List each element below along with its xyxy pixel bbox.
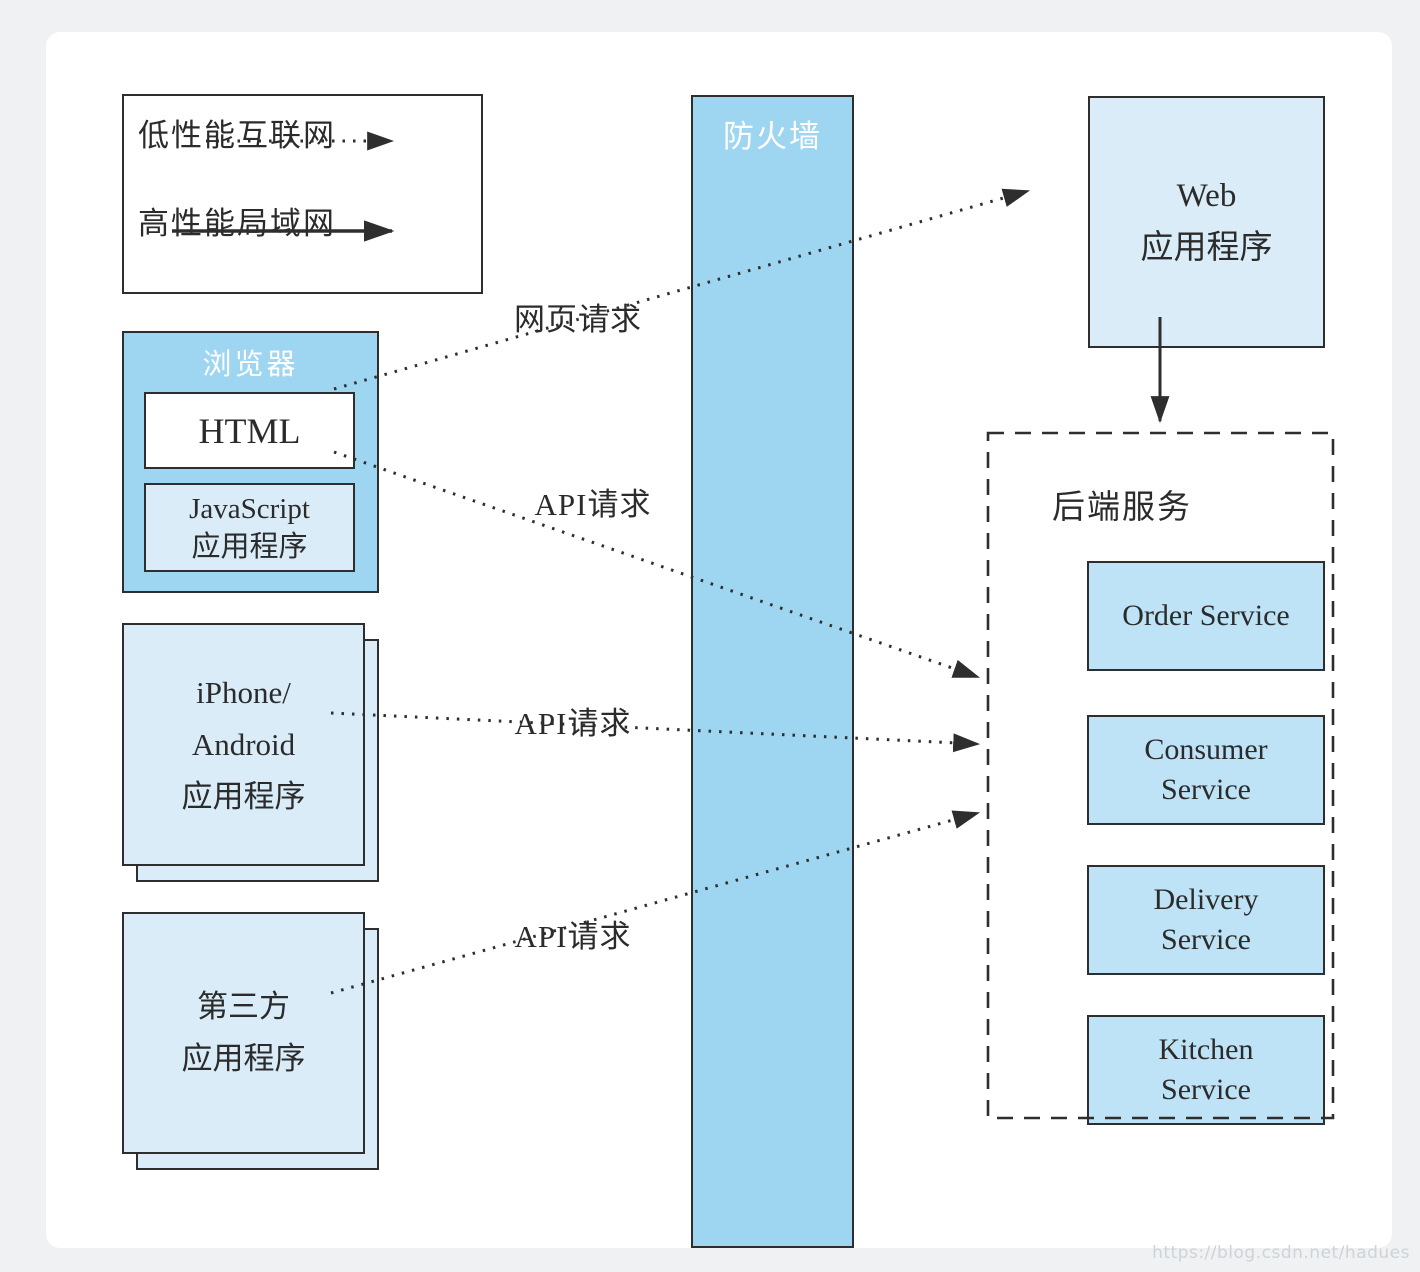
api-request-arrow-label-1: API请求 bbox=[534, 487, 652, 522]
backend-services-title: 后端服务 bbox=[1052, 490, 1192, 526]
legend-high-performance-label: 高性能局域网 bbox=[138, 206, 336, 241]
browser-title: 浏览器 bbox=[202, 347, 299, 381]
html-box: HTML bbox=[144, 392, 355, 469]
third-party-line2: 应用程序 bbox=[181, 1041, 306, 1076]
third-party-line1: 第三方 bbox=[197, 989, 290, 1024]
mobile-app-line2: Android bbox=[191, 726, 296, 762]
firewall-bar: 防火墙 bbox=[691, 95, 854, 1248]
diagram-panel: 低性能互联网 高性能局域网 浏览器 HTML JavaScript 应用程序 i… bbox=[46, 32, 1392, 1248]
legend-low-performance-label: 低性能互联网 bbox=[138, 118, 336, 153]
watermark: https://blog.csdn.net/hadues bbox=[1152, 1243, 1410, 1263]
kitchen-service-label: Kitchen Service bbox=[1158, 1033, 1254, 1106]
api-request-arrow-label-3: API请求 bbox=[514, 919, 632, 954]
web-request-arrow-label: 网页请求 bbox=[514, 302, 642, 337]
firewall-title: 防火墙 bbox=[723, 119, 822, 155]
consumer-service-box: Consumer Service bbox=[1087, 715, 1325, 825]
javascript-label-line2: 应用程序 bbox=[191, 530, 308, 563]
legend-box: 低性能互联网 高性能局域网 bbox=[122, 94, 483, 294]
kitchen-service-box: Kitchen Service bbox=[1087, 1015, 1325, 1125]
delivery-service-label: Delivery Service bbox=[1153, 883, 1259, 956]
web-app-line1: Web bbox=[1176, 178, 1237, 214]
order-service-box: Order Service bbox=[1087, 561, 1325, 671]
order-service-label: Order Service bbox=[1122, 599, 1290, 632]
consumer-service-label: Consumer Service bbox=[1144, 733, 1268, 806]
javascript-app-box: JavaScript 应用程序 bbox=[144, 483, 355, 572]
web-app-box: Web 应用程序 bbox=[1088, 96, 1325, 348]
web-app-line2: 应用程序 bbox=[1140, 230, 1273, 266]
mobile-app-line1: iPhone/ bbox=[196, 674, 291, 710]
javascript-label-line1: JavaScript bbox=[189, 492, 310, 525]
mobile-app-line3: 应用程序 bbox=[181, 778, 306, 814]
third-party-box: 第三方 应用程序 bbox=[122, 912, 365, 1154]
mobile-app-box: iPhone/ Android 应用程序 bbox=[122, 623, 365, 866]
api-request-arrow-label-2: API请求 bbox=[514, 706, 632, 741]
delivery-service-box: Delivery Service bbox=[1087, 865, 1325, 975]
html-label: HTML bbox=[198, 410, 301, 451]
